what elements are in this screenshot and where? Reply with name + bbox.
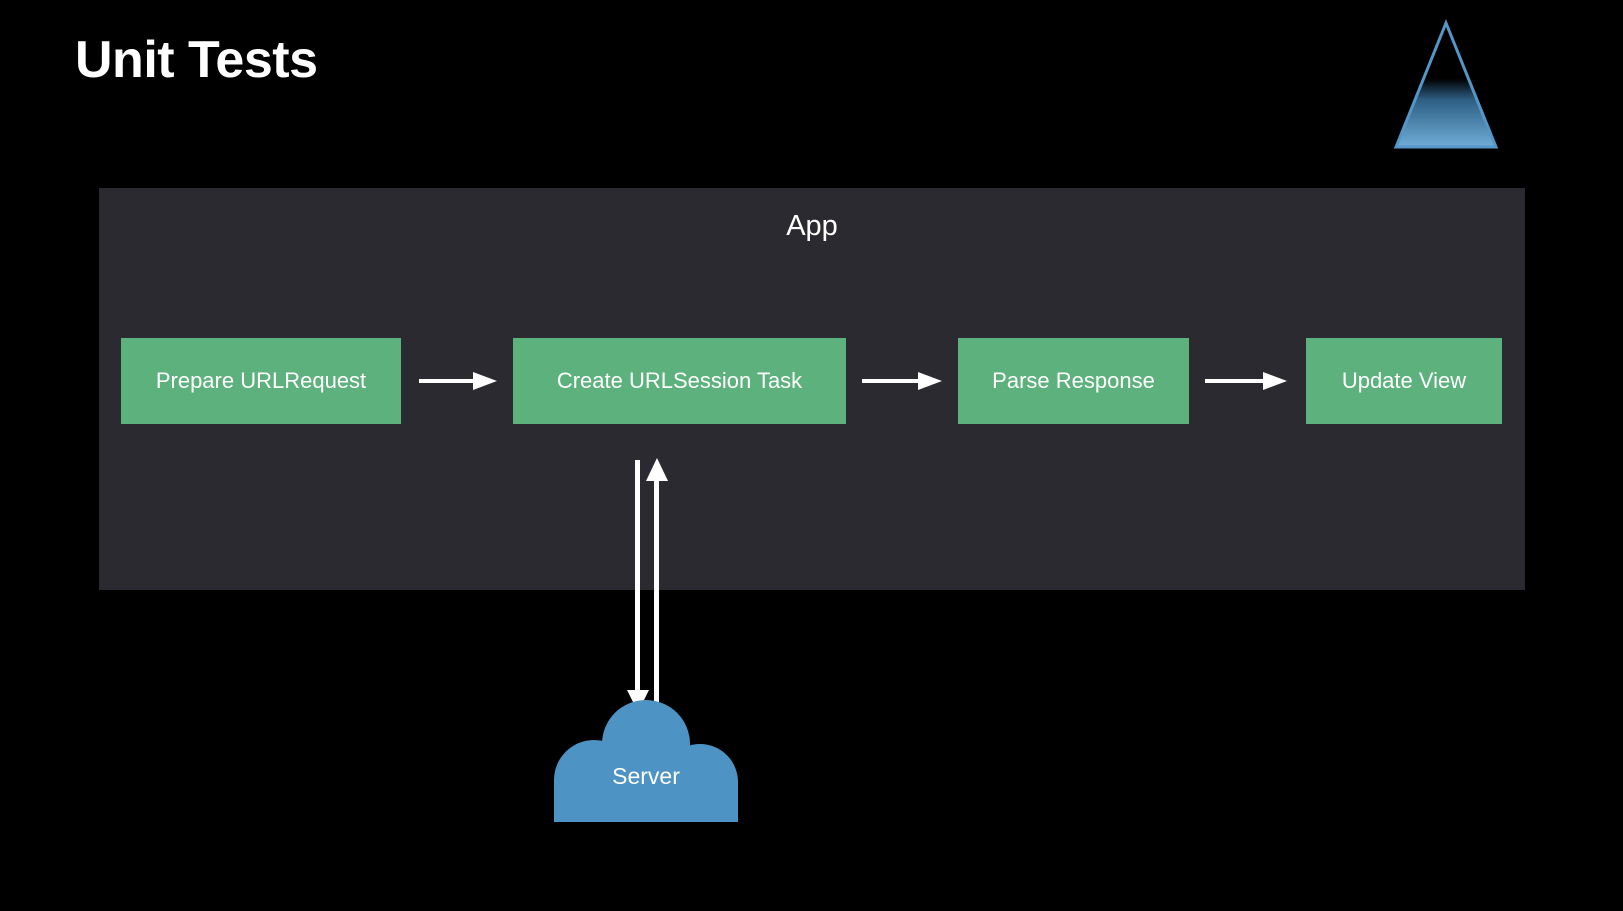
- pipeline-step-label: Create URLSession Task: [556, 368, 803, 393]
- arrow-up-icon: [643, 455, 671, 713]
- app-container-label: App: [786, 210, 838, 242]
- pipeline-step-create[interactable]: Create URLSession Task: [513, 338, 846, 424]
- arrow-right-icon: [1205, 370, 1287, 392]
- pipeline-step-prepare[interactable]: Prepare URLRequest: [121, 338, 401, 424]
- page-title: Unit Tests: [75, 31, 318, 89]
- pipeline-step-label: Update View: [1341, 368, 1467, 393]
- pipeline-step-label: Parse Response: [992, 368, 1155, 393]
- server-cloud-icon[interactable]: [546, 700, 746, 822]
- triangle-logo-icon: [1392, 18, 1500, 152]
- pipeline-step-update[interactable]: Update View: [1306, 338, 1502, 424]
- pipeline-step-label: Prepare URLRequest: [155, 368, 367, 393]
- pipeline-step-parse[interactable]: Parse Response: [958, 338, 1189, 424]
- arrow-right-icon: [419, 370, 497, 392]
- arrow-right-icon: [862, 370, 942, 392]
